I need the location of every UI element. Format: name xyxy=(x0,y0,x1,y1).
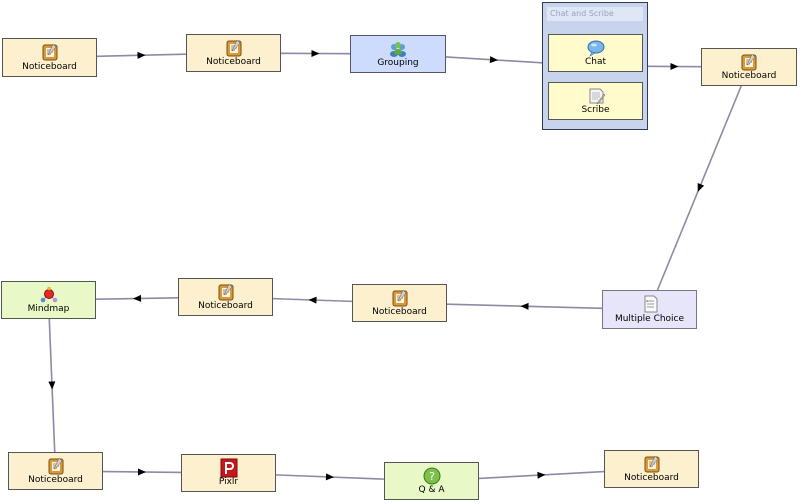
pixlr-icon xyxy=(220,458,237,478)
transition-arrowhead xyxy=(537,471,546,479)
transition-arrowhead xyxy=(48,381,56,390)
noticeboard-icon xyxy=(226,39,241,57)
transition-arrowhead xyxy=(133,294,142,302)
node-label: Noticeboard xyxy=(206,57,261,67)
node-label: Mindmap xyxy=(27,304,70,314)
node-label: Scribe xyxy=(581,105,610,115)
noticeboard-icon xyxy=(644,455,659,473)
activity-q-and-a[interactable]: ? Q & A xyxy=(384,462,479,500)
node-label: Q & A xyxy=(418,485,445,495)
node-label: Pixlr xyxy=(218,477,239,487)
activity-noticeboard-2[interactable]: Noticeboard xyxy=(186,34,281,72)
grouping-icon xyxy=(390,42,406,57)
transition-arrowhead xyxy=(697,182,705,192)
transition-arrowhead xyxy=(489,56,498,64)
activity-noticeboard-3[interactable]: Noticeboard xyxy=(701,48,797,86)
multiple-choice-icon xyxy=(644,295,657,313)
qa-icon: ? xyxy=(423,467,440,485)
svg-text:?: ? xyxy=(429,470,435,483)
activity-noticeboard-1[interactable]: Noticeboard xyxy=(2,38,97,77)
noticeboard-icon xyxy=(218,283,233,301)
mindmap-icon xyxy=(40,286,57,303)
transition-arrowhead xyxy=(325,473,334,481)
activity-multiple-choice[interactable]: Multiple Choice xyxy=(602,290,697,329)
node-label: Multiple Choice xyxy=(614,314,685,324)
activity-pixlr[interactable]: Pixlr xyxy=(181,454,276,492)
activity-mindmap[interactable]: Mindmap xyxy=(1,281,96,319)
transition-arrowhead xyxy=(520,302,529,310)
noticeboard-icon xyxy=(42,43,57,61)
activity-chat[interactable]: Chat xyxy=(548,34,643,72)
activity-noticeboard-6[interactable]: Noticeboard xyxy=(8,452,103,490)
node-label: Noticeboard xyxy=(372,307,427,317)
noticeboard-icon xyxy=(392,289,407,307)
transition-arrowhead xyxy=(311,49,320,57)
activity-scribe[interactable]: Scribe xyxy=(548,82,643,120)
transition-arrowhead xyxy=(137,468,146,476)
scribe-icon xyxy=(589,88,605,105)
transition-arrowhead xyxy=(137,51,146,59)
noticeboard-icon xyxy=(48,457,63,475)
activity-noticeboard-7[interactable]: Noticeboard xyxy=(604,450,699,488)
node-label: Noticeboard xyxy=(198,301,253,311)
transition-arrowhead xyxy=(670,62,679,70)
noticeboard-icon xyxy=(741,53,757,71)
node-label: Noticeboard xyxy=(624,473,679,483)
optional-activity-group[interactable]: Chat and Scribe Chat Scribe xyxy=(542,2,648,130)
node-label: Noticeboard xyxy=(721,71,777,81)
activity-grouping[interactable]: Grouping xyxy=(350,35,446,73)
node-label: Grouping xyxy=(377,58,419,68)
activity-noticeboard-4[interactable]: Noticeboard xyxy=(352,284,447,322)
activity-noticeboard-5[interactable]: Noticeboard xyxy=(178,278,273,316)
transition-arrowhead xyxy=(308,296,317,304)
node-label: Noticeboard xyxy=(22,62,77,72)
node-label: Chat xyxy=(584,57,607,67)
group-title: Chat and Scribe xyxy=(547,7,643,21)
chat-icon xyxy=(587,40,604,57)
node-label: Noticeboard xyxy=(28,475,83,485)
